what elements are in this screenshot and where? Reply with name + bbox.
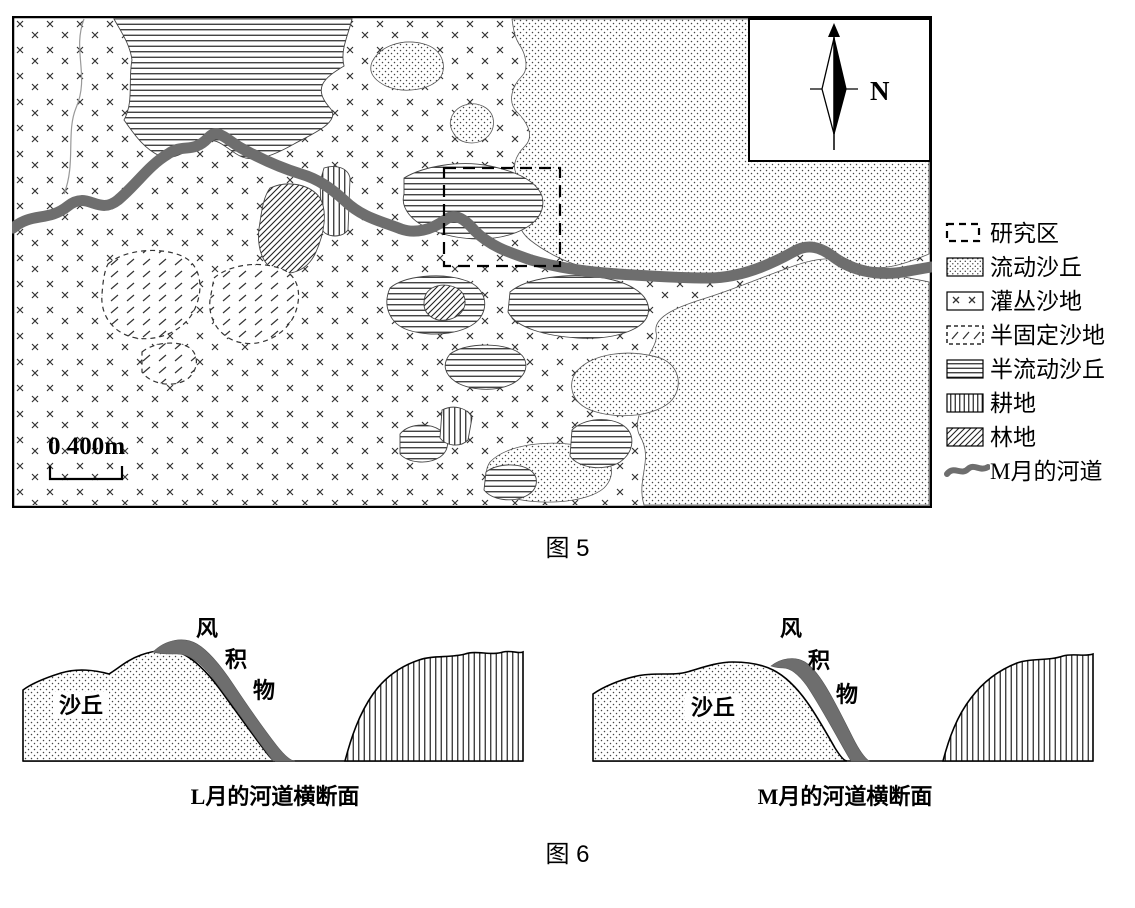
study-area-icon <box>945 222 981 243</box>
river-channel <box>12 128 932 284</box>
river-bank <box>941 652 1094 762</box>
river-bank <box>343 650 524 762</box>
legend-label: 流动沙丘 <box>990 254 1082 280</box>
map-legend: 研究区 流动沙丘 灌丛沙地 <box>944 216 1105 488</box>
legend-item-cropland: 耕地 <box>944 386 1105 420</box>
legend-item-river: M月的河道 <box>944 454 1105 488</box>
legend-label: 半流动沙丘 <box>990 356 1105 382</box>
patch-mobile-dune <box>370 41 444 91</box>
patch-semi-mobile-dune <box>399 424 448 463</box>
river-icon <box>944 463 990 477</box>
patch-semi-fixed-sandland <box>209 263 300 345</box>
dune-label-backing <box>53 692 109 718</box>
legend-item-mobile-dune: 流动沙丘 <box>944 250 1105 284</box>
figure5-caption: 图 5 <box>545 535 590 562</box>
figure6-caption: 图 6 <box>545 841 590 868</box>
study-area-box <box>442 166 562 268</box>
dune-label: 沙丘 <box>59 693 103 718</box>
legend-item-shrub-sandland: 灌丛沙地 <box>944 284 1105 318</box>
patch-mobile-dune <box>571 352 679 417</box>
cross-section-month-M: 沙丘 风 积 物 <box>592 616 1094 762</box>
legend-label: 研究区 <box>990 220 1059 246</box>
regions-semi-fixed-sandland <box>101 249 300 385</box>
legend-label: 灌丛沙地 <box>990 288 1082 314</box>
legend-item-forest: 林地 <box>944 420 1105 454</box>
wind-deposit <box>770 658 870 762</box>
patch-semi-mobile-dune <box>569 419 633 469</box>
patch-semi-mobile-dune <box>483 464 537 501</box>
deposit-label-char-2: 积 <box>808 648 830 673</box>
patch-semi-mobile-dune <box>444 344 527 390</box>
scale-bracket <box>48 466 124 481</box>
compass: N <box>748 18 931 162</box>
legend-label: 耕地 <box>990 390 1036 416</box>
patch-semi-fixed-sandland <box>101 249 201 340</box>
cropland-icon <box>946 393 984 413</box>
deposit-label-char-3: 物 <box>836 682 858 707</box>
compass-north-label: N <box>870 76 890 106</box>
deposit-label-char-1: 风 <box>780 616 802 641</box>
cross-section-M-caption: M月的河道横断面 <box>757 784 933 809</box>
cross-section-month-L: 沙丘 风 积 物 <box>22 616 524 762</box>
legend-label: 半固定沙地 <box>990 322 1105 348</box>
shrub-sandland-icon <box>946 291 984 311</box>
forest-icon <box>946 427 984 447</box>
patch-semi-mobile-dune <box>113 18 353 160</box>
semi-mobile-dune-icon <box>946 359 984 379</box>
cross-section-L-caption: L月的河道横断面 <box>190 784 360 809</box>
dune-label-backing <box>685 694 741 720</box>
scale-label: 0 400m <box>48 433 125 460</box>
patch-semi-mobile-dune <box>507 275 649 339</box>
patch-forest <box>258 183 325 274</box>
patch-forest <box>423 284 466 321</box>
patch-cropland <box>439 406 473 446</box>
patch-mobile-dune <box>449 103 494 144</box>
dune-label: 沙丘 <box>691 695 735 720</box>
legend-label: 林地 <box>990 424 1036 450</box>
legend-item-study-area: 研究区 <box>944 216 1105 250</box>
patch-semi-fixed-sandland <box>141 342 197 385</box>
landuse-map: N 0 400m <box>12 16 932 508</box>
wind-deposit <box>152 639 296 762</box>
deposit-label-char-3: 物 <box>253 678 275 703</box>
stream-line <box>63 18 85 195</box>
legend-item-semi-fixed-sandland: 半固定沙地 <box>944 318 1105 352</box>
north-arrow-icon <box>828 23 840 37</box>
deposit-label-char-1: 风 <box>196 616 218 641</box>
legend-item-semi-mobile-dune: 半流动沙丘 <box>944 352 1105 386</box>
scale-bar: 0 400m <box>48 433 125 481</box>
compass-needle-east <box>833 37 847 135</box>
regions-forest <box>258 183 466 321</box>
semi-fixed-sandland-icon <box>946 325 984 345</box>
deposit-label-char-2: 积 <box>225 647 247 672</box>
legend-label: M月的河道 <box>990 458 1103 484</box>
mobile-dune-icon <box>946 257 984 277</box>
